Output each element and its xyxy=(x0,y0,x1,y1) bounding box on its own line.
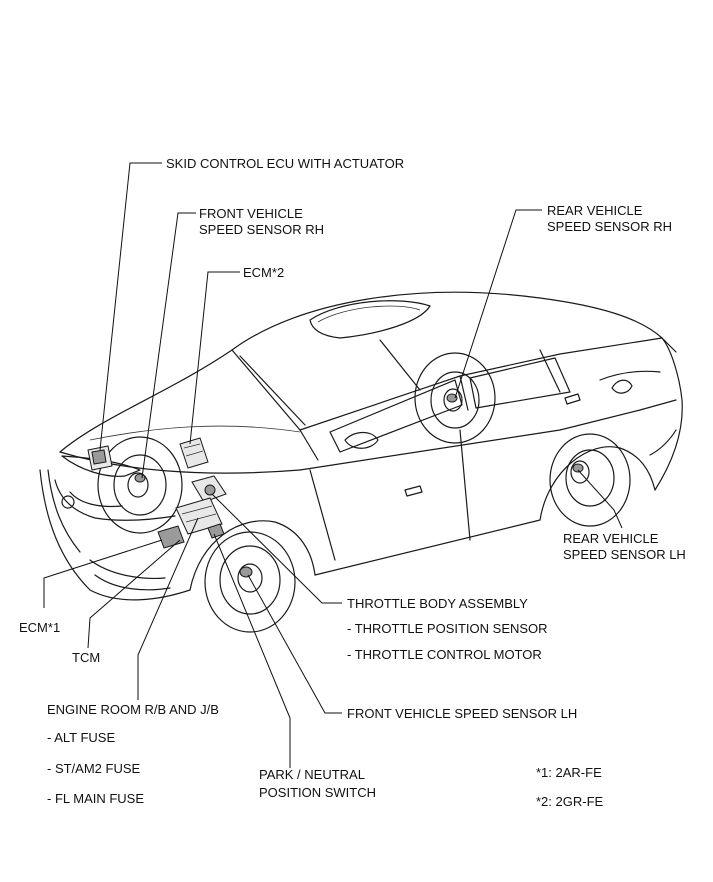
label-front-lh: FRONT VEHICLE SPEED SENSOR LH xyxy=(347,706,577,721)
label-rear-rh-line2: SPEED SENSOR RH xyxy=(547,219,672,234)
leader-skid-control xyxy=(99,162,162,451)
label-throttle-position: - THROTTLE POSITION SENSOR xyxy=(347,621,548,636)
rear-left-wheel xyxy=(549,433,631,527)
leader-rear-lh xyxy=(577,469,623,529)
label-skid-control: SKID CONTROL ECU WITH ACTUATOR xyxy=(166,156,404,171)
label-st-am2-fuse: - ST/AM2 FUSE xyxy=(47,761,141,776)
leader-front-rh xyxy=(141,212,196,479)
leader-ecm2 xyxy=(189,271,240,445)
skid-control-ecu-part xyxy=(87,445,113,471)
leader-lines xyxy=(43,162,623,768)
leader-park-neutral xyxy=(213,533,291,768)
callout-labels: SKID CONTROL ECU WITH ACTUATOR FRONT VEH… xyxy=(19,156,686,809)
label-front-rh-line1: FRONT VEHICLE xyxy=(199,206,303,221)
rear-right-wheel xyxy=(414,352,496,444)
label-ecm2: ECM*2 xyxy=(243,265,284,280)
label-park-neutral-line2: POSITION SWITCH xyxy=(259,785,376,800)
ecm2-part xyxy=(179,437,209,469)
label-rear-rh-line1: REAR VEHICLE xyxy=(547,203,643,218)
label-ecm1: ECM*1 xyxy=(19,620,60,635)
ecm1-part xyxy=(157,525,185,549)
label-rear-lh-line2: SPEED SENSOR LH xyxy=(563,547,686,562)
engine-room-rb-part xyxy=(175,497,223,535)
label-throttle-body: THROTTLE BODY ASSEMBLY xyxy=(347,596,528,611)
label-engine-room: ENGINE ROOM R/B AND J/B xyxy=(47,702,219,717)
vehicle-outline xyxy=(39,291,683,601)
leader-tcm xyxy=(87,539,181,649)
leader-throttle-body xyxy=(211,493,342,604)
leader-ecm1 xyxy=(43,539,163,608)
note-2ar-fe: *1: 2AR-FE xyxy=(536,765,602,780)
park-neutral-switch-part xyxy=(207,523,225,539)
throttle-body-part xyxy=(191,475,227,503)
note-2gr-fe: *2: 2GR-FE xyxy=(536,794,604,809)
label-rear-lh-line1: REAR VEHICLE xyxy=(563,531,659,546)
leader-front-lh xyxy=(247,574,342,714)
label-throttle-motor: - THROTTLE CONTROL MOTOR xyxy=(347,647,542,662)
label-fl-main-fuse: - FL MAIN FUSE xyxy=(47,791,144,806)
label-front-rh-line2: SPEED SENSOR RH xyxy=(199,222,324,237)
label-tcm: TCM xyxy=(72,650,100,665)
leader-engine-room xyxy=(137,517,199,700)
front-right-wheel xyxy=(97,436,183,534)
leader-rear-rh xyxy=(454,209,542,399)
label-alt-fuse: - ALT FUSE xyxy=(47,730,115,745)
label-park-neutral-line1: PARK / NEUTRAL xyxy=(259,767,365,782)
front-left-wheel xyxy=(204,531,296,633)
